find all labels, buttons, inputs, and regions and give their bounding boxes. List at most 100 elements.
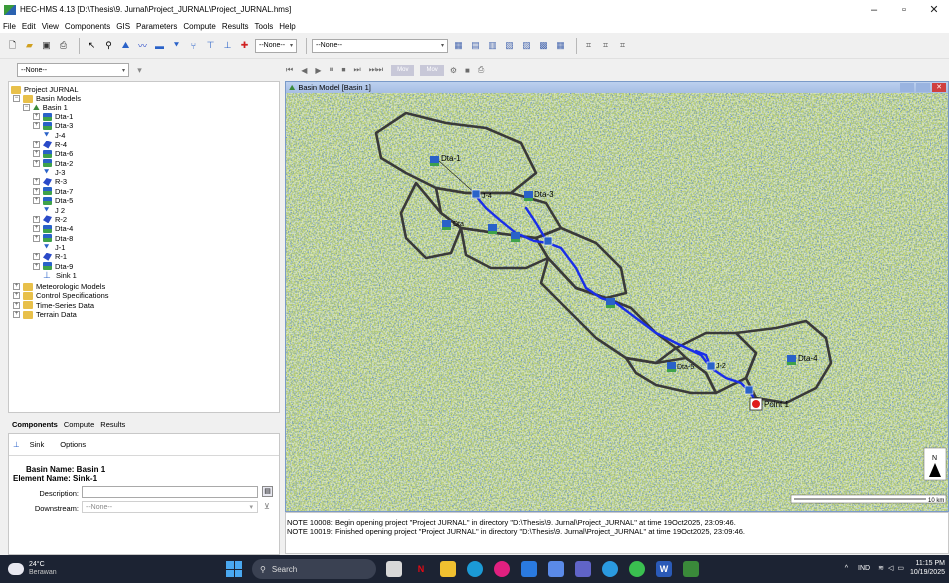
first-step-button[interactable]: ⏮ (286, 65, 294, 74)
reach-tool-icon[interactable]: 〰 (137, 41, 147, 51)
save-icon[interactable]: ▣ (42, 40, 51, 50)
sink-tool-icon[interactable]: ⊥ (223, 40, 232, 50)
task-view-icon[interactable] (386, 561, 402, 577)
chevron-up-icon[interactable]: ^ (844, 564, 848, 572)
volume-icon[interactable]: ◁ (887, 565, 894, 572)
collapse-icon[interactable]: − (23, 104, 30, 111)
subbasin-dta-4[interactable]: Dta-4 (787, 354, 818, 365)
menu-components[interactable]: Components (64, 21, 111, 31)
tree-element[interactable]: +Dta-1 (33, 112, 73, 121)
component-selector[interactable]: --None--▾ (17, 63, 129, 77)
junction-j-4[interactable]: J-4 (471, 189, 492, 200)
clock[interactable]: 11:15 PM 10/19/2025 (910, 559, 945, 577)
subbasin-tool-icon[interactable]: ⛰ (121, 40, 130, 50)
tree-element[interactable]: +Dta-2 (33, 159, 73, 168)
diversion-tool-icon[interactable]: ⑂ (190, 40, 197, 51)
basin-selector[interactable]: --None--▾ (255, 38, 297, 53)
expand-icon[interactable]: + (33, 197, 40, 205)
gauge-tool-icon[interactable]: ✚ (240, 40, 249, 50)
tree-element[interactable]: +Dta-4 (33, 224, 73, 233)
tree-element[interactable]: +R-4 (33, 140, 67, 149)
tab-sink[interactable]: ⊥ Sink (13, 440, 45, 449)
tree-element[interactable]: ⯆J-1 (43, 242, 65, 252)
restore-button[interactable]: ▫ (902, 3, 906, 16)
expand-icon[interactable]: + (13, 311, 20, 319)
edit-description-icon[interactable]: ▤ (262, 486, 273, 497)
tree-element[interactable]: +R-2 (33, 215, 67, 224)
menu-parameters[interactable]: Parameters (136, 21, 178, 31)
expand-icon[interactable]: + (33, 253, 40, 261)
tree-element[interactable]: ⊥Sink 1 (43, 270, 77, 280)
basin-map[interactable]: Dta-1 Dta-3 J-4 Dta Dta-5 J-2 Dta-4 Poin… (286, 93, 948, 511)
settings-gear-icon[interactable]: ⚙ (449, 65, 457, 75)
tree-element[interactable]: +Dta-7 (33, 187, 73, 196)
app-icon-pink[interactable] (494, 561, 510, 577)
expand-icon[interactable]: + (33, 215, 40, 223)
tree-element[interactable]: +Dta-5 (33, 196, 73, 205)
animation-max-button[interactable]: Mov (420, 64, 444, 76)
menu-compute[interactable]: Compute (183, 21, 216, 31)
pause-button[interactable]: ⏸ (329, 65, 334, 74)
windows-start-icon[interactable] (226, 561, 242, 577)
element-summary-icon[interactable]: ▧ (505, 40, 514, 50)
tree-time-series-data[interactable]: +Time-Series Data (13, 300, 95, 310)
arrow-select-icon[interactable]: ↖ (87, 40, 96, 50)
global-summary-icon[interactable]: ▤ (471, 40, 480, 50)
expand-icon[interactable]: + (13, 283, 20, 290)
pin-icon[interactable]: ▾ (137, 64, 142, 75)
tree-basin-models[interactable]: − Basin Models (13, 94, 82, 103)
subbasin-dta-left[interactable]: Dta (442, 220, 464, 230)
export-icon[interactable]: ⎙ (477, 65, 485, 74)
expand-icon[interactable]: + (33, 225, 40, 233)
subbasin-dta-1[interactable]: Dta-1 (430, 154, 479, 197)
close-button[interactable]: ✕ (929, 4, 939, 16)
expand-icon[interactable]: + (33, 150, 40, 158)
element-graph-icon[interactable]: ▥ (488, 40, 497, 50)
junction-j-2[interactable]: J-2 (706, 361, 726, 371)
pin-icon[interactable]: ⊻ (264, 502, 270, 511)
tree-element[interactable]: ⯆J 2 (43, 205, 65, 215)
play-button[interactable]: ▶ (315, 65, 322, 75)
menu-results[interactable]: Results (221, 21, 249, 31)
teams-icon[interactable] (575, 561, 591, 577)
next-step-button[interactable]: ⏭ (353, 65, 361, 74)
collapse-icon[interactable]: − (13, 95, 20, 102)
wifi-icon[interactable]: ≋ (878, 565, 884, 572)
expand-icon[interactable]: + (13, 301, 20, 309)
tab-options[interactable]: Options (60, 440, 87, 449)
camera-icon[interactable]: ■ (464, 65, 470, 75)
file-explorer-icon[interactable] (440, 561, 456, 577)
junction-j-1[interactable] (744, 385, 754, 395)
expand-icon[interactable]: + (33, 159, 40, 167)
subbasin-small-1[interactable] (488, 224, 497, 234)
run-selector[interactable]: --None--▾ (312, 38, 448, 53)
results-table-icon[interactable]: ▩ (539, 40, 548, 50)
tree-element[interactable]: +Dta-9 (33, 262, 73, 271)
subbasin-dta-5[interactable]: Dta-5 (667, 362, 694, 372)
subbasin-dta-3[interactable]: Dta-3 (524, 190, 554, 201)
map-maximize-button[interactable] (916, 83, 930, 92)
tree-element[interactable]: +Dta-6 (33, 149, 73, 158)
expand-icon[interactable]: + (33, 122, 40, 130)
hec-hms-taskbar-icon[interactable] (683, 561, 699, 577)
tree-element[interactable]: +Dta-8 (33, 234, 73, 243)
tab-components[interactable]: Components (12, 419, 58, 429)
downstream-select[interactable]: --None-- ▾ (82, 501, 258, 513)
reservoir-tool-icon[interactable]: ▬ (155, 40, 164, 51)
subbasin-mid[interactable] (606, 298, 615, 308)
map-minimize-button[interactable] (900, 83, 914, 92)
tree-element[interactable]: +R-1 (33, 252, 67, 261)
tab-compute[interactable]: Compute (63, 419, 95, 429)
tree-project[interactable]: Project JURNAL (11, 85, 79, 94)
menu-gis[interactable]: GIS (116, 21, 131, 31)
menu-tools[interactable]: Tools (254, 21, 274, 31)
language-indicator[interactable]: IND (858, 564, 871, 572)
app-icon-blue[interactable] (521, 561, 537, 577)
taskbar-search[interactable]: ⚲ Search (252, 559, 376, 579)
menu-file[interactable]: File (3, 21, 16, 31)
expand-icon[interactable]: + (33, 141, 40, 149)
sink-point-1[interactable]: Point 1 (749, 397, 789, 411)
tab-results[interactable]: Results (100, 419, 126, 429)
expand-icon[interactable]: + (33, 113, 40, 120)
compute-icon[interactable]: ▦ (454, 40, 463, 50)
